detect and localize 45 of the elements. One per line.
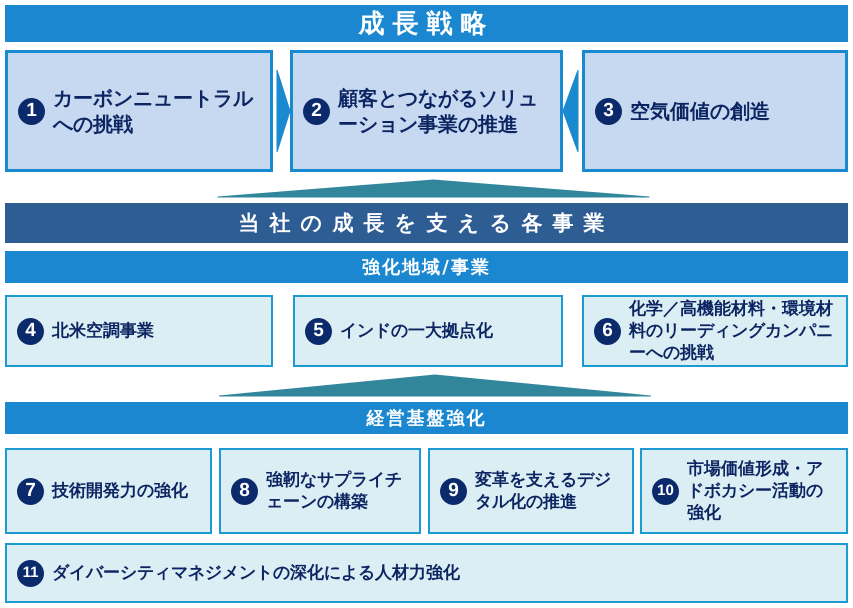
band-heading: 強化地域/事業 — [362, 256, 491, 279]
section-band — [5, 251, 848, 283]
number-badge: 10 — [652, 478, 679, 504]
strategy-box — [428, 448, 634, 534]
box-text: 市場価値形成・アドボカシー活動の強化 — [687, 458, 824, 524]
box-text: 変革を支えるデジタル化の推進 — [475, 468, 612, 514]
box-text: 化学／高機能材料・環境材料のリーディングカンパニーへの挑戦 — [629, 298, 834, 364]
number-badge: 2 — [303, 98, 330, 124]
box-text: インドの一大拠点化 — [340, 320, 494, 342]
strategy-box — [582, 295, 848, 367]
box-text: 強靭なサプライチェーンの構築 — [266, 468, 403, 514]
band-heading: 当社の成長を支える各事業 — [238, 210, 614, 237]
arrow — [218, 374, 652, 396]
number-badge: 3 — [595, 98, 622, 124]
strategy-box — [5, 543, 848, 603]
band-heading: 成長戦略 — [358, 8, 494, 41]
arrow — [276, 70, 291, 152]
number-badge: 5 — [305, 318, 332, 344]
strategy-box — [5, 448, 212, 534]
number-badge: 9 — [440, 478, 467, 504]
box-text: 北米空調事業 — [52, 320, 155, 342]
strategy-box — [640, 448, 848, 534]
box-text: カーボンニュートラルへの挑戦 — [53, 85, 254, 137]
box-text: 空気価値の創造 — [630, 98, 771, 124]
box-text: 顧客とつながるソリューション事業の推進 — [338, 85, 539, 137]
number-badge: 8 — [231, 478, 258, 504]
strategy-box — [5, 50, 273, 172]
strategy-box — [290, 50, 563, 172]
number-badge: 7 — [17, 478, 44, 504]
number-badge: 4 — [17, 318, 44, 344]
number-badge: 11 — [17, 560, 44, 586]
number-badge: 1 — [18, 98, 45, 124]
box-text: ダイバーシティマネジメントの深化による人材力強化 — [52, 562, 461, 584]
arrow — [217, 180, 650, 198]
strategy-box — [582, 50, 848, 172]
band-heading: 経営基盤強化 — [366, 407, 486, 430]
section-band — [5, 402, 848, 434]
box-text: 技術開発力の強化 — [52, 480, 189, 502]
arrow — [562, 70, 578, 152]
section-band — [5, 5, 848, 42]
number-badge: 6 — [594, 318, 621, 344]
strategy-box — [5, 295, 273, 367]
strategy-box — [219, 448, 421, 534]
section-band — [5, 203, 848, 243]
strategy-box — [293, 295, 563, 367]
